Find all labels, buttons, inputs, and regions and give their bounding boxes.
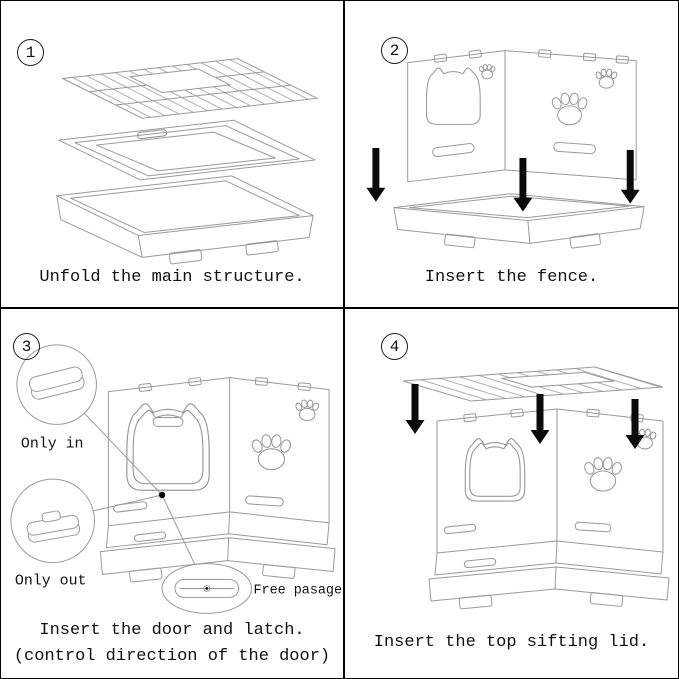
step-4-caption: Insert the top sifting lid. xyxy=(373,633,650,652)
step-3-illustration: Only in Only out Free pasag xyxy=(10,344,343,614)
down-arrows xyxy=(405,384,645,449)
step-3-number-badge: 3 xyxy=(13,333,40,360)
step-1-caption: Unfold the main structure. xyxy=(39,268,305,287)
only-in-label: Only in xyxy=(21,436,84,452)
foot xyxy=(262,564,296,579)
handle-slot xyxy=(431,142,476,158)
handle-slot xyxy=(552,141,597,155)
step-2-panel: 2 xyxy=(345,1,678,309)
handle-slot xyxy=(133,531,167,543)
cat-door xyxy=(469,442,521,497)
cat-door-frame xyxy=(126,403,210,491)
handle-slot xyxy=(244,495,285,507)
litter-box xyxy=(107,377,330,527)
step-1-number: 1 xyxy=(25,43,36,62)
step-4-panel: 4 xyxy=(345,309,678,678)
paw-print-icon xyxy=(294,399,321,422)
step-3-caption-line1: Insert the door and latch. xyxy=(39,621,305,640)
base-tray xyxy=(99,511,336,583)
handle-slot xyxy=(463,557,497,569)
step-4-illustration xyxy=(402,366,670,610)
base-tray xyxy=(393,193,645,249)
foot xyxy=(569,233,601,249)
callout-free-passage: Free pasage xyxy=(161,563,343,614)
foot xyxy=(245,240,279,256)
latch-center-dot xyxy=(205,587,209,590)
callout-only-out: Only out xyxy=(10,478,95,589)
foot xyxy=(589,592,624,607)
down-arrows xyxy=(366,148,640,212)
down-arrow-icon xyxy=(625,399,645,449)
callout-only-in: Only in xyxy=(16,344,97,452)
step-2-caption: Insert the fence. xyxy=(424,268,599,287)
latch-pivot-dot xyxy=(158,491,166,499)
litter-box xyxy=(436,408,664,554)
step-4-number-badge: 4 xyxy=(381,333,408,360)
paw-print-icon xyxy=(250,433,293,471)
paw-print-icon xyxy=(550,92,590,126)
free-passage-label: Free pasage xyxy=(254,583,343,598)
down-arrow-icon xyxy=(530,394,550,444)
step-3-panel: 3 xyxy=(1,309,345,678)
step-4-number: 4 xyxy=(389,337,400,356)
paw-print-icon xyxy=(478,63,497,80)
down-arrow-icon xyxy=(620,150,640,204)
frame-layer xyxy=(58,119,316,181)
cat-door xyxy=(132,409,204,485)
fence-box xyxy=(407,49,637,183)
handle-slot xyxy=(112,500,148,514)
step-2-number-badge: 2 xyxy=(381,37,408,64)
step-2-illustration xyxy=(366,49,645,249)
door-handle xyxy=(152,416,184,427)
down-arrow-icon xyxy=(405,384,425,434)
down-arrow-icon xyxy=(513,157,533,212)
base-tray xyxy=(428,540,670,610)
sifting-lid-layer xyxy=(60,58,319,119)
step-1-number-badge: 1 xyxy=(17,39,44,66)
step-1-illustration xyxy=(56,58,319,265)
step-1-panel: 1 xyxy=(1,1,345,309)
down-arrow-icon xyxy=(366,148,386,202)
cat-door-frame xyxy=(464,438,526,502)
step-2-number: 2 xyxy=(389,41,400,60)
foot xyxy=(168,249,203,265)
handle-slot xyxy=(574,521,612,533)
foot xyxy=(458,594,493,610)
latch-pointer-lines xyxy=(84,412,196,566)
sifting-lid xyxy=(402,366,664,402)
step-3-caption-block: Insert the door and latch. (control dire… xyxy=(1,618,343,670)
foot xyxy=(444,233,476,249)
step-3-number: 3 xyxy=(21,337,32,356)
only-out-label: Only out xyxy=(15,573,87,589)
handle-slot xyxy=(443,523,477,535)
paw-print-icon xyxy=(582,456,624,492)
foot xyxy=(129,567,163,583)
paw-print-icon xyxy=(594,68,619,89)
cat-door-cutout xyxy=(426,67,481,125)
step-3-caption-line2: (control direction of the door) xyxy=(13,647,331,666)
base-tray xyxy=(56,175,314,265)
